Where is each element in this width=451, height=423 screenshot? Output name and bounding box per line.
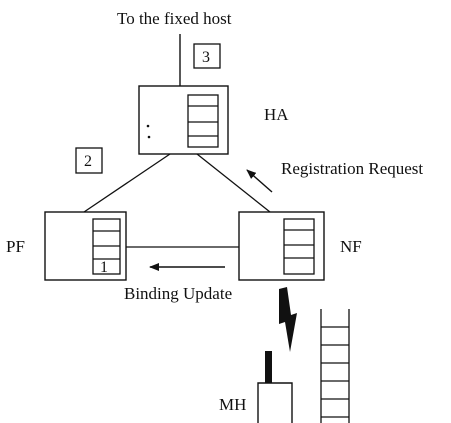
nf-node — [238, 211, 325, 281]
fixed-host-label: To the fixed host — [117, 9, 232, 28]
step-3-marker: 3 — [193, 43, 221, 69]
pf-label: PF — [6, 237, 25, 256]
mh-device — [257, 351, 293, 423]
ha-label: HA — [264, 105, 289, 124]
nf-label: NF — [340, 237, 362, 256]
ha-nf-link — [196, 153, 271, 213]
step-3-label: 3 — [202, 49, 210, 66]
mh-antenna — [265, 351, 272, 384]
registration-request-label: Registration Request — [281, 159, 423, 178]
ha-stack — [187, 94, 219, 148]
wireless-link-icon — [279, 287, 297, 352]
ha-pf-link — [83, 153, 171, 213]
ha-port-dot-1 — [146, 124, 150, 128]
nf-stack — [283, 218, 315, 275]
mh-label: MH — [219, 395, 246, 414]
ha-node — [138, 85, 229, 155]
mh-body — [257, 382, 293, 423]
binding-update-label: Binding Update — [124, 284, 232, 303]
pf-node: 1 — [44, 211, 127, 281]
step-1-label: 1 — [100, 259, 108, 276]
step-2-marker: 2 — [75, 147, 103, 174]
mh-protocol-ladder — [320, 309, 350, 423]
ha-port-dot-2 — [147, 135, 151, 139]
pf-stack — [92, 218, 121, 275]
registration-arrow — [246, 169, 273, 193]
step-2-label: 2 — [84, 153, 92, 170]
